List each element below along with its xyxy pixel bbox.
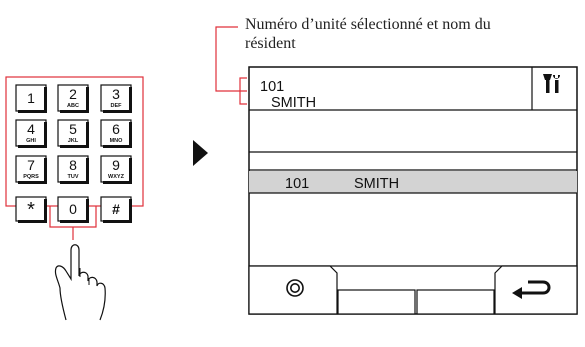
- monitor-button[interactable]: [248, 265, 338, 315]
- arrow-right-icon: [193, 140, 208, 166]
- target-icon: [286, 279, 304, 297]
- key-6[interactable]: 6 MNO: [100, 119, 132, 148]
- callout-line-2: résident: [245, 35, 296, 52]
- key-2-label: 2: [69, 86, 77, 102]
- row-resident-name: SMITH: [354, 176, 399, 192]
- softkey-right-button[interactable]: [416, 289, 495, 315]
- key-5-label: 5: [69, 121, 77, 137]
- key-0[interactable]: 0: [57, 196, 89, 223]
- key-hash-label: #: [112, 201, 120, 217]
- key-8-letters: TUV: [68, 174, 79, 180]
- key-9[interactable]: 9 WXYZ: [100, 155, 132, 184]
- key-3[interactable]: 3 DEF: [100, 84, 132, 113]
- callout-bracket: [215, 26, 247, 92]
- key-1[interactable]: 1: [15, 84, 47, 113]
- tools-icon[interactable]: [543, 74, 560, 93]
- key-hash[interactable]: #: [100, 196, 132, 223]
- key-6-label: 6: [112, 121, 120, 137]
- key-8[interactable]: 8 TUV: [57, 155, 89, 184]
- callout-bracket-inner: [239, 77, 247, 105]
- back-button[interactable]: [494, 265, 578, 315]
- key-6-letters: MNO: [110, 138, 124, 144]
- key-8-label: 8: [69, 157, 77, 173]
- key-9-label: 9: [112, 157, 120, 173]
- softkey-left-button[interactable]: [337, 289, 416, 315]
- key-star[interactable]: *: [15, 196, 47, 223]
- key-3-label: 3: [112, 86, 120, 102]
- highlight-row[interactable]: [249, 171, 577, 193]
- key-star-label: *: [27, 199, 35, 221]
- key-4-label: 4: [27, 121, 35, 137]
- key-5[interactable]: 5 JKL: [57, 119, 89, 148]
- key-7-label: 7: [27, 157, 35, 173]
- keypad: 1 2 ABC 3 DEF 4 GHI 5 JKL: [15, 84, 132, 223]
- key-4[interactable]: 4 GHI: [15, 119, 47, 148]
- row-unit-number: 101: [285, 176, 309, 192]
- key-3-letters: DEF: [111, 103, 123, 109]
- key-5-letters: JKL: [68, 138, 79, 144]
- selected-unit-number: 101: [260, 79, 284, 95]
- callout-line-1: Numéro d’unité sélectionné et nom du: [245, 16, 491, 33]
- key-2-letters: ABC: [67, 103, 79, 109]
- return-arrow-icon: [521, 280, 551, 295]
- key-1-label: 1: [27, 90, 35, 106]
- key-0-label: 0: [69, 201, 77, 217]
- key-7-letters: PQRS: [23, 174, 39, 180]
- key-7[interactable]: 7 PQRS: [15, 155, 47, 184]
- key-9-letters: WXYZ: [108, 174, 125, 180]
- key-2[interactable]: 2 ABC: [57, 84, 89, 113]
- selected-resident-name: SMITH: [271, 95, 316, 111]
- hand-icon: [54, 244, 106, 321]
- monitor-screen: 101 SMITH 101 SMITH: [248, 66, 578, 315]
- key-4-letters: GHI: [26, 138, 36, 144]
